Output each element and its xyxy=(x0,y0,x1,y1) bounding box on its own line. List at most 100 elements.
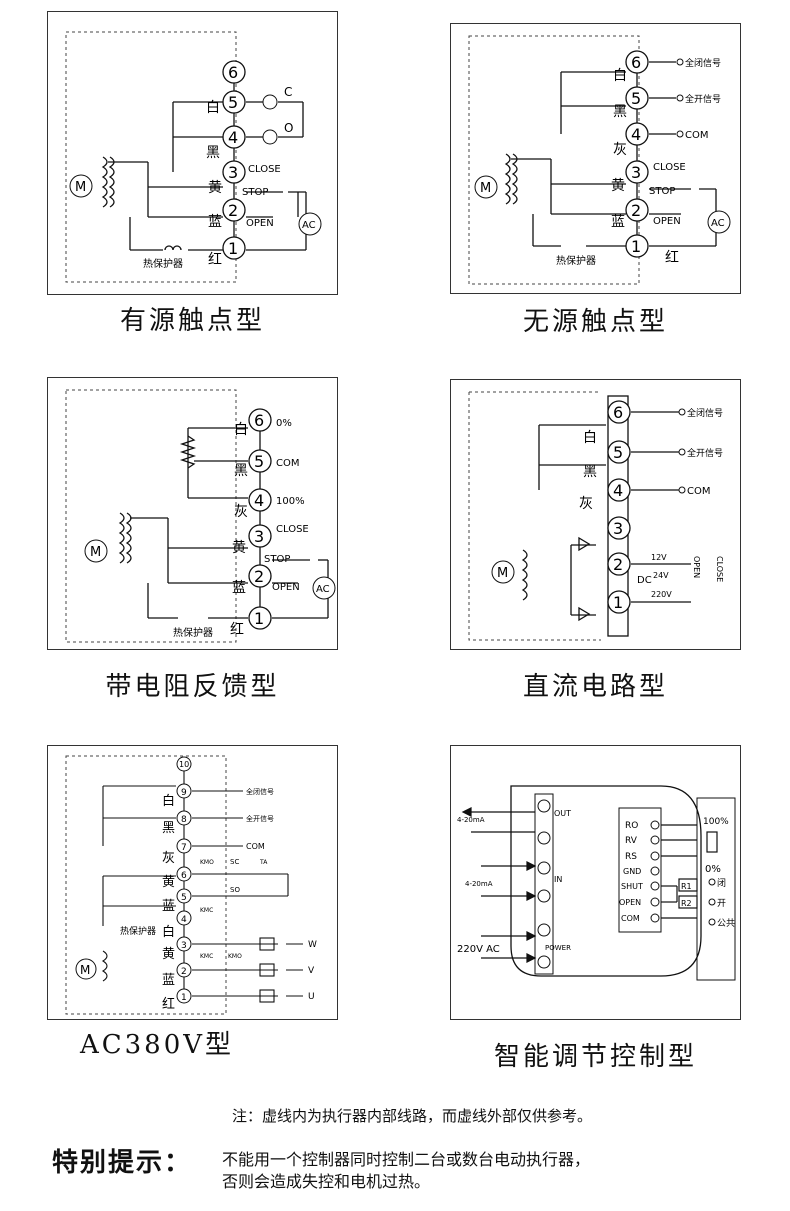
wire-gray: 灰 xyxy=(613,142,627,158)
terminal-4: 4 xyxy=(181,915,187,925)
full-close-signal-label: 全闭信号 xyxy=(685,57,721,69)
kmc-label-2: KMC xyxy=(200,953,213,960)
terminal-8: 8 xyxy=(181,815,187,825)
special-tip-label: 特别提示： xyxy=(52,1148,193,1178)
wire-blue: 蓝 xyxy=(208,214,222,230)
wire-yellow: 黄 xyxy=(611,177,625,194)
terminal-6: 6 xyxy=(631,53,641,72)
phase-w-label: W xyxy=(308,940,317,950)
terminal-9: 9 xyxy=(181,788,187,798)
power-label: POWER xyxy=(545,944,571,952)
lamp-c-label: C xyxy=(284,85,292,99)
motor-label: M xyxy=(75,180,86,195)
ta-label: TA xyxy=(259,859,268,866)
stop-label: STOP xyxy=(649,186,675,197)
diagram-active-contact: 6 5 4 3 2 1 C O 白 黑 黄 蓝 红 CLOSE STOP OPE… xyxy=(47,11,338,295)
terminal-4: 4 xyxy=(228,128,238,147)
ac-source-label: AC xyxy=(302,220,316,231)
wire-blue-2: 蓝 xyxy=(162,973,175,988)
diagram-smart-regulation: OUT IN POWER 4-20mA 4-20mA 220V AC RO RV… xyxy=(450,745,741,1020)
wire-white: 白 xyxy=(613,68,627,84)
close-label: CLOSE xyxy=(248,164,281,175)
diagram-resistance-feedback: 6 5 4 3 2 1 0% COM 100% 白 黑 灰 黄 蓝 红 CLOS… xyxy=(47,377,338,650)
com-label: COM xyxy=(687,486,710,497)
power-supply-label: 220V AC xyxy=(457,944,500,955)
wire-yellow: 黄 xyxy=(232,539,246,556)
phase-u-label: U xyxy=(308,992,315,1002)
full-close-signal-label: 全闭信号 xyxy=(687,407,723,419)
terminal-6: 6 xyxy=(228,63,238,82)
open-label: OPEN xyxy=(272,582,300,593)
close-label: CLOSE xyxy=(276,524,309,535)
rs-terminal: RS xyxy=(625,852,637,862)
wire-black: 黑 xyxy=(613,104,627,120)
open-terminal: OPEN xyxy=(619,898,641,907)
thermal-protector-label: 热保护器 xyxy=(556,254,596,267)
terminal-6: 6 xyxy=(181,871,187,881)
terminal-5: 5 xyxy=(613,443,623,462)
wire-red: 红 xyxy=(208,252,222,268)
com-terminal: COM xyxy=(621,914,640,923)
special-tip-line1: 不能用一个控制器同时控制二台或数台电动执行器， xyxy=(222,1150,591,1169)
terminal-3: 3 xyxy=(181,941,187,951)
wire-black: 黑 xyxy=(583,464,597,480)
open-label: OPEN xyxy=(653,216,681,227)
kmo-label-1: KMO xyxy=(200,859,214,866)
common-contact-label: 公共 xyxy=(717,918,735,929)
terminal-4: 4 xyxy=(254,491,264,510)
com-label: COM xyxy=(685,130,708,141)
stop-label: STOP xyxy=(264,554,290,565)
dc-circuit-wiring: 6 5 4 3 2 1 全闭信号 全开信号 COM 白 黑 灰 12V DC 2… xyxy=(468,391,724,641)
wire-red: 红 xyxy=(162,996,175,1012)
wire-black: 黑 xyxy=(206,145,220,161)
wire-white-1: 白 xyxy=(162,793,175,809)
wire-gray: 灰 xyxy=(234,504,248,520)
caption-active-contact: 有源触点型 xyxy=(119,306,265,336)
caption-passive-contact: 无源触点型 xyxy=(522,307,668,337)
com-label: COM xyxy=(276,458,299,469)
wire-yellow-2: 黄 xyxy=(162,947,175,962)
pot-0-label: 0% xyxy=(705,864,721,875)
ac-source-label: AC xyxy=(711,218,725,229)
terminal-1: 1 xyxy=(228,239,238,258)
wire-white-2: 白 xyxy=(162,924,175,940)
com-label: COM xyxy=(246,842,265,851)
diagram-ac380v: 10 9 8 7 6 5 4 3 2 1 全闭信号 全开信号 COM 白 黑 灰… xyxy=(47,745,338,1020)
terminal-1: 1 xyxy=(254,609,264,628)
full-open-signal-label: 全开信号 xyxy=(246,814,274,823)
wire-blue: 蓝 xyxy=(611,214,625,230)
wire-red: 红 xyxy=(230,622,244,638)
in-label: IN xyxy=(554,875,562,884)
full-open-signal-label: 全开信号 xyxy=(685,93,721,105)
ro-terminal: RO xyxy=(625,821,638,831)
terminal-5: 5 xyxy=(631,89,641,108)
wire-white: 白 xyxy=(583,430,597,446)
caption-ac380v: AC380V型 xyxy=(79,1030,235,1060)
out-signal-label: 4-20mA xyxy=(457,816,485,824)
terminal-2: 2 xyxy=(631,201,641,220)
motor-label: M xyxy=(90,545,101,560)
thermal-protector-label: 热保护器 xyxy=(173,626,213,639)
motor-label: M xyxy=(80,963,90,977)
close-label: CLOSE xyxy=(653,162,686,173)
terminal-1: 1 xyxy=(613,593,623,612)
sc-label: SC xyxy=(230,858,239,866)
in-signal-label: 4-20mA xyxy=(465,880,493,888)
terminal-2: 2 xyxy=(181,967,187,977)
terminal-10: 10 xyxy=(179,760,189,769)
terminal-5: 5 xyxy=(181,893,187,903)
r2-label: R2 xyxy=(681,899,692,908)
ac-source-label: AC xyxy=(316,584,330,595)
v220-label: 220V xyxy=(651,590,672,599)
active-contact-wiring: 6 5 4 3 2 1 C O 白 黑 黄 蓝 红 CLOSE STOP OPE… xyxy=(65,31,322,283)
v24-label: 24V xyxy=(653,571,669,580)
caption-smart-regulation: 智能调节控制型 xyxy=(493,1042,697,1072)
diagram-passive-contact: 6 5 4 3 2 1 全闭信号 全开信号 COM 白 黑 灰 黄 蓝 红 CL… xyxy=(450,23,741,294)
ac380v-wiring: 10 9 8 7 6 5 4 3 2 1 全闭信号 全开信号 COM 白 黑 灰… xyxy=(65,755,317,1015)
kmc-label-1: KMC xyxy=(200,907,213,914)
passive-contact-wiring: 6 5 4 3 2 1 全闭信号 全开信号 COM 白 黑 灰 黄 蓝 红 CL… xyxy=(468,35,731,285)
terminal-6: 6 xyxy=(254,411,264,430)
terminal-5: 5 xyxy=(254,452,264,471)
lamp-o-label: O xyxy=(284,121,293,135)
terminal-6: 6 xyxy=(613,403,623,422)
